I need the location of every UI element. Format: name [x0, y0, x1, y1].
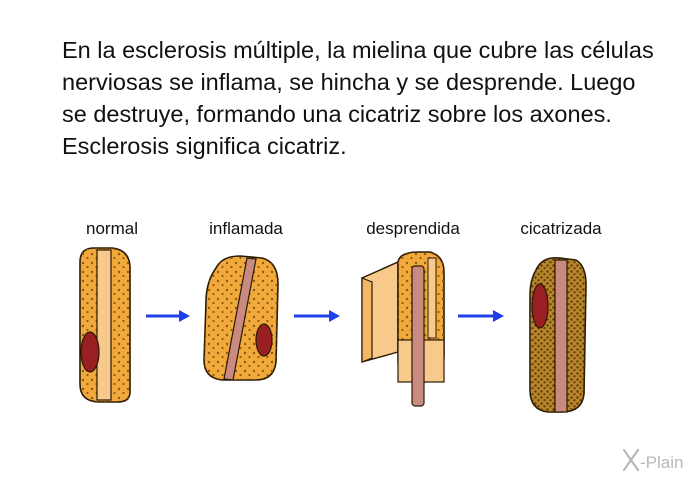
stage-label-inflamada: inflamada [209, 219, 283, 238]
logo-text: -Plain [640, 453, 683, 472]
arrow-2-icon [294, 310, 340, 322]
cell-desprendida [361, 251, 445, 407]
arrow-3-icon [458, 310, 504, 322]
description-text: En la esclerosis múltiple, la mielina qu… [62, 37, 654, 159]
nucleus [531, 283, 549, 329]
stage-label-desprendida: desprendida [366, 219, 460, 238]
axon [411, 265, 425, 407]
nucleus [80, 331, 100, 373]
stage-label-cicatrizada: cicatrizada [520, 219, 602, 238]
stage-label-normal: normal [86, 219, 138, 238]
axon-sheath [96, 249, 112, 401]
xplain-logo: -Plain [622, 448, 683, 472]
axon [554, 259, 568, 413]
cell-inflamada [203, 255, 279, 381]
cell-cicatrizada [529, 256, 587, 413]
nucleus [255, 323, 273, 357]
cell-normal [79, 247, 131, 403]
arrow-1-icon [146, 310, 190, 322]
axon [223, 257, 257, 381]
